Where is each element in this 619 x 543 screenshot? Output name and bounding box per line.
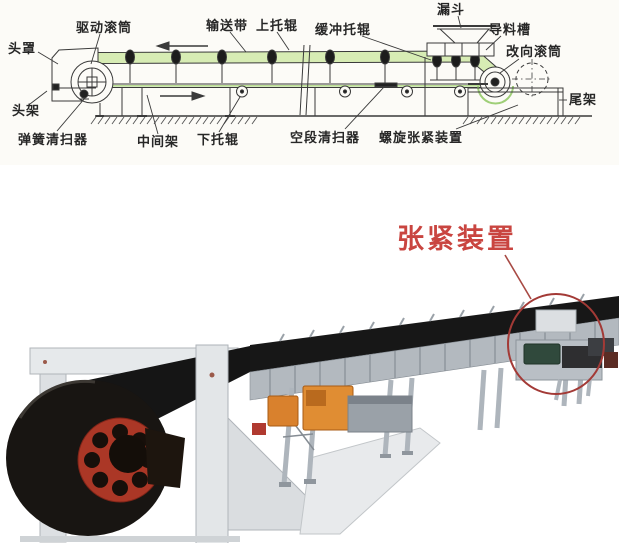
photo-motor-orange <box>252 385 413 435</box>
buffer-idlers <box>430 52 482 81</box>
tail-frame-box <box>467 87 564 117</box>
label-spring-cleaner: 弹簧清扫器 <box>18 132 89 147</box>
label-head-cover: 头罩 <box>8 41 37 56</box>
drive-pulley-circle <box>70 60 114 104</box>
annotation-leader-line <box>504 254 532 300</box>
label-empty-section-cleaner: 空段清扫器 <box>290 130 361 145</box>
bend-pulley-dashed <box>512 59 552 99</box>
label-hopper: 漏斗 <box>437 2 466 17</box>
tail-pulley <box>468 66 514 105</box>
photo-pulley-disc <box>77 417 185 503</box>
leader-lines <box>29 15 567 135</box>
tensioner-highlight-ellipse <box>507 293 605 395</box>
empty-section-cleaner-bar <box>374 82 398 87</box>
label-middle-frame: 中间架 <box>137 134 180 149</box>
photo-head-frame-front <box>20 344 441 543</box>
label-conveyor-belt: 输送带 <box>206 18 249 33</box>
idler-bracket-ticks <box>279 293 585 342</box>
guide-chute-shape <box>426 42 495 57</box>
photo-tail-equipment <box>515 309 618 401</box>
upper-idlers <box>125 49 390 83</box>
label-buffer-idler: 缓冲托辊 <box>315 22 372 37</box>
label-head-frame: 头架 <box>12 103 41 118</box>
label-upper-idler: 上托辊 <box>256 18 299 33</box>
conveyor-schematic: 头罩 驱动滚筒 输送带 上托辊 缓冲托辊 漏斗 导料槽 改向滚筒 头架 弹簧清扫… <box>0 0 619 165</box>
tensioner-annotation-label: 张紧装置 <box>397 224 517 254</box>
lower-idlers <box>236 85 466 98</box>
conveyor-photo <box>6 254 619 543</box>
return-belt-rail <box>58 83 497 88</box>
label-lower-idler: 下托辊 <box>197 132 240 147</box>
frame-posts <box>137 57 426 117</box>
label-drive-pulley: 驱动滚筒 <box>76 20 133 35</box>
hopper-shape <box>433 25 496 44</box>
ground-hatch <box>90 116 581 125</box>
label-tail-frame: 尾架 <box>569 92 598 107</box>
label-bend-pulley: 改向滚筒 <box>506 44 563 59</box>
direction-arrows <box>155 41 208 101</box>
label-guide-chute: 导料槽 <box>489 22 532 37</box>
diagram-linework <box>29 15 592 135</box>
label-screw-tensioner: 螺旋张紧装置 <box>379 130 464 145</box>
head-frame-lines <box>52 83 123 117</box>
break-marks <box>299 44 311 116</box>
